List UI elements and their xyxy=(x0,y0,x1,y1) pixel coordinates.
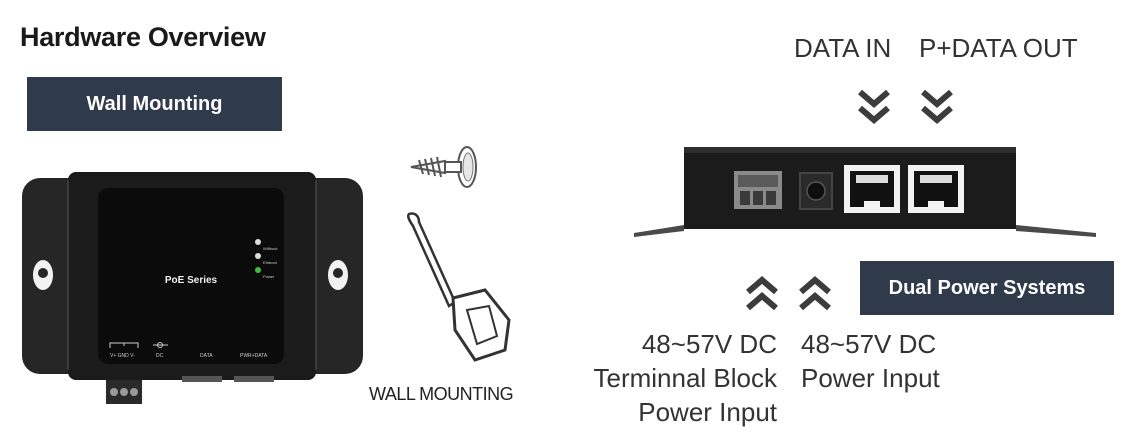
dc-power-caption: 48~57V DC Power Input xyxy=(801,327,1001,395)
dual-power-badge-label: Dual Power Systems xyxy=(888,276,1086,299)
pdata-out-port-icon xyxy=(908,165,964,213)
caption-line: 48~57V DC xyxy=(801,329,937,359)
led-label: Power xyxy=(263,274,275,279)
chevron-down-icon xyxy=(921,89,953,124)
caption-line: Power Input xyxy=(801,363,940,393)
chevron-down-icon xyxy=(858,89,890,124)
led-label: Ethboot xyxy=(263,260,278,265)
caption-line: Terminnal Block xyxy=(593,363,777,393)
wall-mounting-badge-label: Wall Mounting xyxy=(86,92,223,115)
series-label: PoE Series xyxy=(165,275,218,286)
chevron-up-icon xyxy=(799,276,831,311)
led-label: Wifiboot xyxy=(263,246,278,251)
front-panel xyxy=(98,188,284,364)
left-flange xyxy=(634,225,684,237)
right-keyhole-icon xyxy=(328,260,348,290)
dual-power-badge: Dual Power Systems xyxy=(860,261,1114,315)
caption-line: 48~57V DC xyxy=(641,329,777,359)
page-title: Hardware Overview xyxy=(20,22,266,52)
led-wifiboot-icon xyxy=(255,239,261,245)
left-keyhole-icon xyxy=(33,260,53,290)
port-label-pwr-data: PWR+DATA xyxy=(240,353,268,359)
dc-symbol-icon xyxy=(153,342,168,348)
wall-mounting-caption: WALL MOUNTING xyxy=(369,384,514,404)
device-side-illustration xyxy=(634,147,1096,237)
chevron-up-icon xyxy=(746,276,778,311)
pdata-out-label: P+DATA OUT xyxy=(919,33,1078,63)
terminal-block-icon xyxy=(734,171,782,209)
port-label-data: DATA xyxy=(200,353,213,359)
wall-mounting-badge: Wall Mounting xyxy=(27,77,282,131)
caption-line: Power Input xyxy=(638,397,777,427)
port-label-terminal: V+ GND V- xyxy=(110,353,135,359)
data-in-label: DATA IN xyxy=(794,33,892,63)
led-power-icon xyxy=(255,267,261,273)
screw-icon xyxy=(410,146,477,188)
led-ethboot-icon xyxy=(255,253,261,259)
right-flange xyxy=(1016,225,1096,237)
data-in-port-icon xyxy=(844,165,900,213)
dc-jack-icon xyxy=(799,172,833,210)
screwdriver-icon xyxy=(406,212,511,362)
device-front-illustration: Wifiboot Ethboot Power PoE Series V+ GND… xyxy=(22,172,363,404)
port-label-dc: DC xyxy=(156,353,164,359)
terminal-power-caption: 48~57V DC Terminnal Block Power Input xyxy=(580,327,777,429)
